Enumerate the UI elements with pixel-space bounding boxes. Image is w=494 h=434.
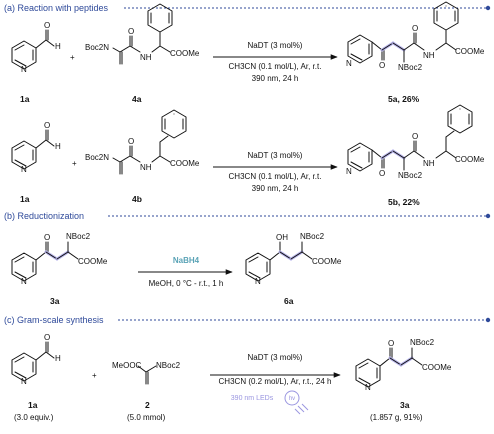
compound-5b-structure: N O NBoc2 O NH COOMe [346, 104, 485, 180]
svg-text:N: N [21, 165, 27, 174]
svg-text:O: O [388, 339, 394, 348]
svg-text:H: H [55, 354, 61, 363]
svg-text:O: O [379, 61, 385, 70]
svg-text:hv: hv [289, 396, 295, 402]
rxn1-light: 390 nm, 24 h [252, 74, 299, 83]
svg-text:H: H [55, 42, 61, 51]
compound-2-structure: MeOOC NBoc2 [112, 361, 181, 385]
section-c-title: (c) Gram-scale synthesis [4, 315, 104, 325]
svg-text:NBoc2: NBoc2 [410, 338, 435, 347]
svg-text:NH: NH [140, 53, 152, 62]
svg-text:H: H [55, 142, 61, 151]
svg-text:N: N [21, 65, 27, 74]
svg-text:N: N [346, 59, 352, 68]
section-b-title: (b) Reductionization [4, 211, 84, 221]
rxn4-solvent: CH3CN (0.2 mol/L), Ar, r.t., 24 h [219, 377, 332, 386]
compound-6a-structure: N OH NBoc2 COOMe [245, 232, 342, 286]
rxn1-solvent: CH3CN (0.1 mol/L), Ar, r.t. [229, 62, 322, 71]
svg-text:COOMe: COOMe [455, 47, 485, 56]
compound-3a-label-2: 3a [400, 400, 410, 410]
svg-text:O: O [44, 21, 50, 30]
svg-text:N: N [255, 277, 261, 286]
compound-3a-yield: (1.857 g, 91%) [370, 413, 423, 422]
compound-1a-label-2: 1a [20, 194, 30, 204]
compound-1a-structure-3: N H O [11, 333, 61, 386]
svg-text:O: O [44, 333, 50, 342]
svg-text:O: O [412, 24, 418, 33]
reaction-4: N H O 1a (3.0 equiv.) + MeOOC NBoc2 2 (5… [11, 333, 452, 422]
compound-5b-label: 5b, 22% [388, 197, 420, 207]
svg-text:COOMe: COOMe [78, 257, 108, 266]
compound-4b-structure: Boc2N O NH COOMe [85, 109, 200, 175]
led-label: 390 nm LEDs [231, 395, 274, 402]
svg-text:COOMe: COOMe [170, 159, 200, 168]
rxn2-reagent: NaDT (3 mol%) [248, 151, 303, 160]
compound-3a-label: 3a [50, 296, 60, 306]
compound-1a-amount: (3.0 equiv.) [14, 413, 54, 422]
compound-1a-label: 1a [20, 94, 30, 104]
rxn1-reagent: NaDT (3 mol%) [248, 41, 303, 50]
compound-3a-structure: N O NBoc2 COOMe [11, 232, 108, 286]
rxn3-reagent: NaBH4 [173, 256, 200, 265]
rxn2-light: 390 nm, 24 h [252, 184, 299, 193]
section-a-header: (a) Reaction with peptides [4, 3, 491, 13]
light-bulb-icon: hv [284, 390, 309, 415]
svg-text:NBoc2: NBoc2 [66, 232, 91, 241]
svg-text:NBoc2: NBoc2 [156, 361, 181, 370]
compound-2-amount: (5.0 mmol) [127, 413, 166, 422]
compound-1a-structure: N H O [11, 21, 61, 74]
svg-text:NH: NH [140, 163, 152, 172]
rxn2-solvent: CH3CN (0.1 mol/L), Ar, r.t. [229, 172, 322, 181]
section-a-title: (a) Reaction with peptides [4, 3, 109, 13]
compound-4a-label: 4a [132, 94, 142, 104]
svg-text:NBoc2: NBoc2 [398, 171, 423, 180]
svg-text:O: O [44, 233, 50, 242]
svg-text:NBoc2: NBoc2 [300, 232, 325, 241]
svg-text:O: O [44, 121, 50, 130]
reaction-1: N H O 1a + Boc2N O NH COOMe [11, 1, 485, 104]
svg-text:NBoc2: NBoc2 [398, 63, 423, 72]
svg-text:N: N [21, 377, 27, 386]
compound-1a-label-3: 1a [28, 400, 38, 410]
compound-2-label: 2 [145, 400, 150, 410]
section-c-header: (c) Gram-scale synthesis [4, 315, 491, 325]
plus-sign-2: + [72, 159, 77, 168]
rxn4-reagent: NaDT (3 mol%) [248, 353, 303, 362]
svg-text:O: O [379, 169, 385, 178]
svg-text:N: N [21, 277, 27, 286]
svg-text:N: N [346, 167, 352, 176]
section-b-header: (b) Reductionization [4, 211, 491, 221]
compound-5a-label: 5a, 26% [388, 94, 420, 104]
compound-1a-structure-2: N H O [11, 121, 61, 174]
compound-3a-structure-2: N O NBoc2 COOMe [355, 338, 452, 392]
compound-5a-structure: N O NBoc2 O NH COOMe [346, 1, 485, 72]
svg-text:COOMe: COOMe [170, 49, 200, 58]
svg-text:Boc2N: Boc2N [85, 43, 109, 52]
svg-text:MeOOC: MeOOC [112, 361, 142, 370]
reaction-2: N H O 1a + Boc2N O NH COOMe [11, 104, 485, 207]
rxn3-solvent: MeOH, 0 °C - r.t., 1 h [149, 279, 224, 288]
svg-text:NH: NH [423, 51, 435, 60]
compound-4b-label: 4b [132, 194, 142, 204]
compound-4a-structure: Boc2N O NH COOMe [85, 3, 200, 65]
plus-sign: + [70, 53, 75, 62]
svg-text:OH: OH [276, 233, 288, 242]
svg-text:O: O [128, 27, 134, 36]
compound-6a-label: 6a [284, 296, 294, 306]
svg-text:N: N [365, 383, 371, 392]
svg-text:COOMe: COOMe [455, 155, 485, 164]
svg-text:O: O [412, 132, 418, 141]
svg-text:COOMe: COOMe [422, 363, 452, 372]
reaction-3: N O NBoc2 COOMe 3a NaBH4 MeOH, 0 °C - r.… [11, 232, 342, 306]
svg-text:Boc2N: Boc2N [85, 153, 109, 162]
svg-text:COOMe: COOMe [312, 257, 342, 266]
svg-text:NH: NH [423, 159, 435, 168]
svg-text:O: O [128, 137, 134, 146]
plus-sign-3: + [92, 371, 97, 380]
